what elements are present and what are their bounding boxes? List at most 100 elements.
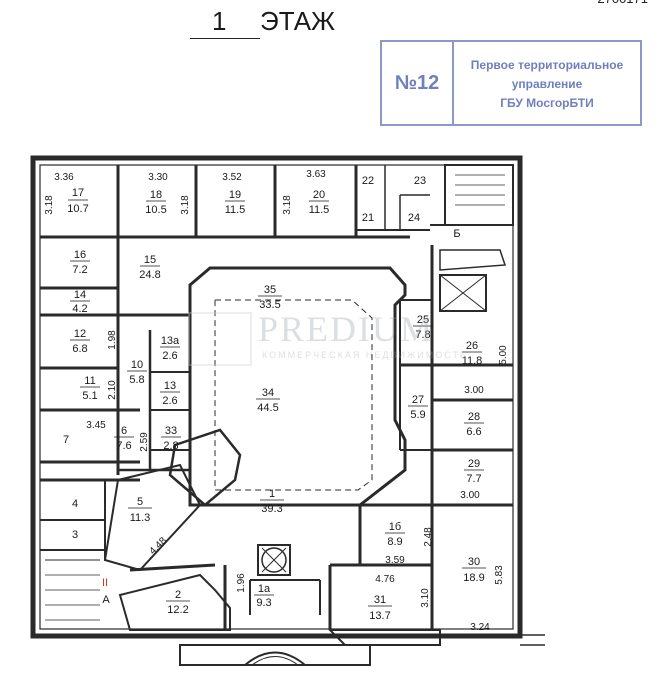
room-number: 30 bbox=[468, 556, 480, 568]
room-number: 23 bbox=[414, 175, 426, 187]
room-number: 5 bbox=[137, 496, 143, 508]
room-area: 7.8 bbox=[415, 329, 430, 341]
room-area: 7.2 bbox=[72, 264, 87, 276]
room-number: 26 bbox=[466, 340, 478, 352]
dimension: 3.18 bbox=[180, 195, 191, 215]
dimension: 5.83 bbox=[494, 565, 505, 585]
room-area: 7.7 bbox=[466, 473, 481, 485]
room-area: 5.8 bbox=[129, 374, 144, 386]
room-area: 2.6 bbox=[162, 350, 177, 362]
floor-title: 1 ЭТАЖ bbox=[190, 6, 360, 40]
dimension: 2.59 bbox=[139, 432, 150, 452]
dimension: 3.24 bbox=[470, 622, 490, 633]
room-area: 11.8 bbox=[462, 355, 483, 367]
room-area: 11.3 bbox=[130, 512, 151, 524]
stamp-number: №12 bbox=[382, 42, 454, 124]
dimension: 3.59 bbox=[385, 555, 405, 566]
room-number: 11 bbox=[84, 375, 95, 387]
dimension: 4.76 bbox=[375, 574, 395, 585]
room-number: 13а bbox=[161, 335, 180, 347]
room-number: 22 bbox=[362, 175, 374, 187]
room-number: 34 bbox=[262, 387, 274, 399]
watermark-word: PREDIUM bbox=[258, 309, 435, 349]
dimension: 3.00 bbox=[460, 490, 480, 501]
room-area: 10.5 bbox=[145, 204, 166, 216]
bti-stamp: №12 Первое территориальное управление ГБ… bbox=[380, 40, 642, 126]
dimension: 1.96 bbox=[236, 573, 247, 593]
room-area: 44.5 bbox=[257, 402, 278, 414]
room-area: 24.8 bbox=[139, 269, 160, 281]
room-number: 12 bbox=[74, 328, 86, 340]
stamp-text: Первое территориальное управление ГБУ Мо… bbox=[454, 56, 640, 113]
dimension: 3.63 bbox=[306, 169, 326, 180]
dimension: 3.10 bbox=[420, 588, 431, 608]
floor-number: 1 bbox=[212, 6, 227, 36]
outer-wall bbox=[30, 155, 523, 639]
room-number: 20 bbox=[313, 189, 325, 201]
room-number: 16 bbox=[74, 249, 86, 261]
room-number: 29 bbox=[468, 458, 480, 470]
room-area: 7.6 bbox=[116, 440, 131, 452]
room-number: 10 bbox=[131, 359, 143, 371]
room-area: 5.9 bbox=[410, 409, 425, 421]
dimension: 3.36 bbox=[54, 172, 74, 183]
dimension: 4.48 bbox=[147, 535, 169, 557]
room-area: 2.6 bbox=[162, 395, 177, 407]
room-number: 19 bbox=[229, 189, 241, 201]
room-number: 1б bbox=[389, 521, 401, 533]
room-area: 4.2 bbox=[72, 303, 87, 315]
stamp-line-3: ГБУ МосгорБТИ bbox=[500, 96, 594, 110]
dimension: 2.10 bbox=[107, 380, 118, 400]
dimension: 2.48 bbox=[423, 527, 434, 547]
stamp-line-2: управление bbox=[511, 77, 583, 91]
room-area: 9.3 bbox=[256, 597, 271, 609]
dimension-labels: 3.36 3.30 3.52 3.63 3.18 3.18 3.18 1.98 … bbox=[44, 169, 509, 633]
dimension: 3.18 bbox=[282, 195, 293, 215]
room-area: 5.1 bbox=[82, 390, 97, 402]
room-number: 6 bbox=[121, 425, 127, 437]
room-number: 1 bbox=[269, 488, 275, 500]
room-area: 6.8 bbox=[72, 343, 87, 355]
title-underline bbox=[190, 38, 260, 39]
watermark-subtitle: КОММЕРЧЕСКАЯ НЕДВИЖИМОСТЬ bbox=[262, 350, 468, 360]
dimension: 3.52 bbox=[222, 172, 242, 183]
section-roman-marker: II bbox=[102, 577, 108, 589]
dimension: 3.30 bbox=[148, 172, 168, 183]
room-number: 35 bbox=[264, 284, 276, 296]
room-number: 13 bbox=[164, 380, 176, 392]
dimension: 3.00 bbox=[464, 385, 484, 396]
dimension: 5.00 bbox=[498, 345, 509, 365]
room-number: 31 bbox=[374, 594, 386, 606]
room-number: 4 bbox=[72, 498, 78, 510]
room-area: 8.9 bbox=[387, 536, 402, 548]
entrance-a-marker: А bbox=[102, 594, 110, 606]
room-area: 39.3 bbox=[261, 503, 282, 515]
plan-walls bbox=[30, 155, 545, 666]
stamp-line-1: Первое территориальное bbox=[470, 58, 624, 72]
room-number: 27 bbox=[412, 394, 424, 406]
room-number: 25 bbox=[417, 314, 429, 326]
room-number: 3 bbox=[72, 529, 78, 541]
room-area: 33.5 bbox=[259, 299, 280, 311]
room-number: 24 bbox=[408, 212, 420, 224]
room-area: 11.5 bbox=[225, 204, 246, 216]
dimension: 3.18 bbox=[44, 195, 55, 215]
document-number: 2700171 bbox=[597, 0, 648, 6]
room-labels: 17 10.7 18 10.5 19 11.5 20 11.5 16 7.2 1… bbox=[63, 175, 486, 622]
room-area: 13.7 bbox=[369, 610, 390, 622]
room-number: 17 bbox=[72, 187, 84, 199]
room-number: 14 bbox=[74, 289, 86, 301]
room-area: 6.6 bbox=[466, 426, 481, 438]
room-number: 7 bbox=[63, 434, 69, 446]
room-area: 12.2 bbox=[167, 604, 188, 616]
room-area: 11.5 bbox=[309, 204, 330, 216]
room-area: 18.9 bbox=[463, 572, 484, 584]
entrance-b-marker: Б bbox=[453, 228, 460, 240]
room-number: 1а bbox=[258, 583, 271, 595]
floor-word: ЭТАЖ bbox=[260, 6, 336, 36]
room-number: 28 bbox=[468, 411, 480, 423]
dimension: 1.98 bbox=[107, 330, 118, 350]
room-number: 33 bbox=[165, 425, 177, 437]
room-number: 21 bbox=[362, 212, 374, 224]
